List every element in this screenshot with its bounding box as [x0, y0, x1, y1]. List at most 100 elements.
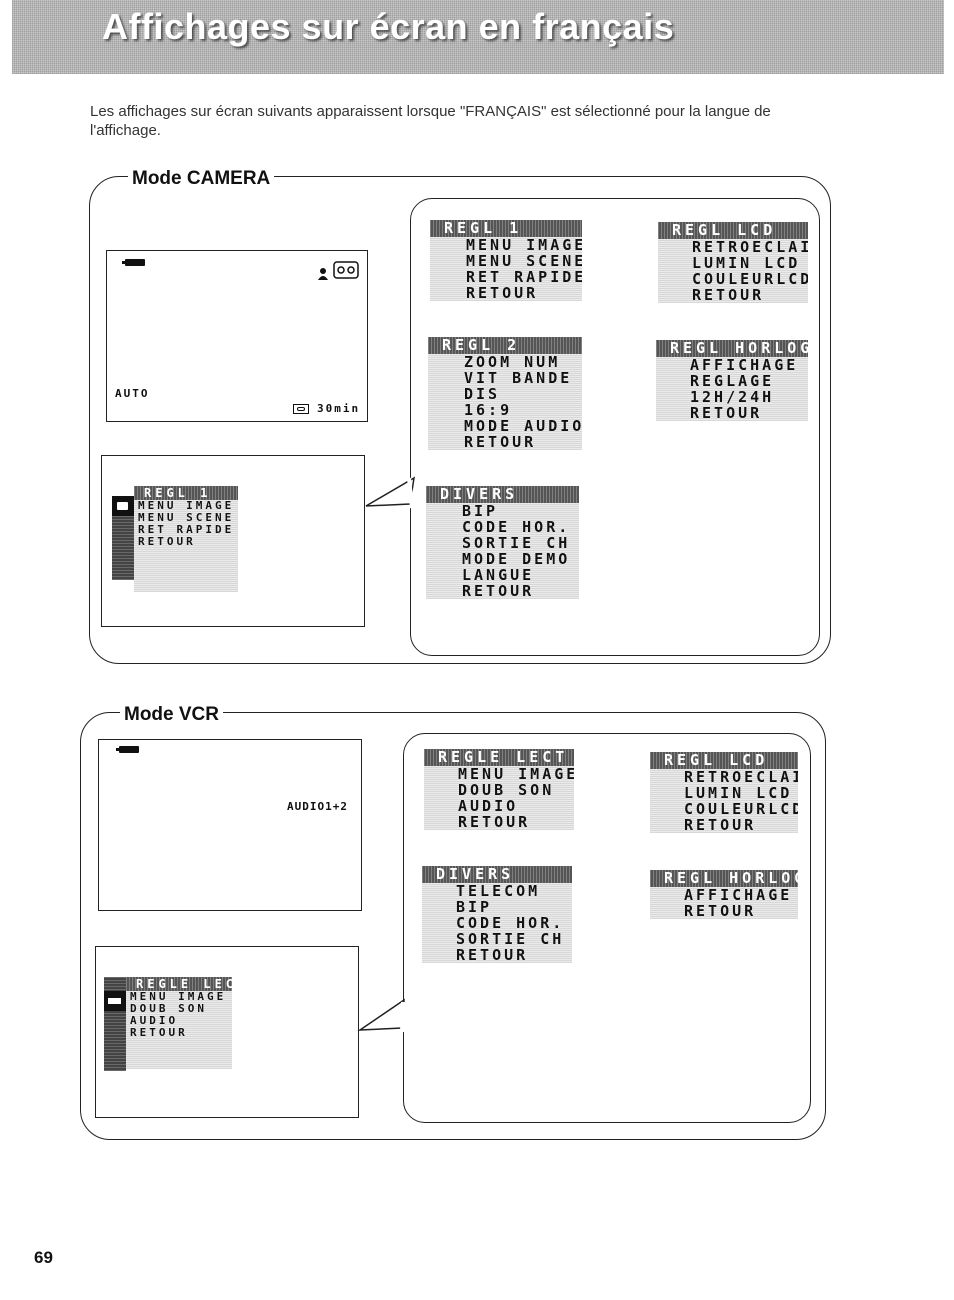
menu-item[interactable]: CODE HOR. [456, 915, 565, 931]
page-number: 69 [34, 1248, 53, 1267]
menu-items: ZOOM NUM VIT BANDE DIS 16:9 MODE AUDIO R… [428, 354, 582, 450]
audio-mode-label: AUDIO1+2 [287, 800, 348, 813]
menu-items: AFFICHAGE RETOUR [650, 887, 798, 919]
menu-item[interactable]: MENU IMAGE [466, 237, 582, 253]
menu-item[interactable]: DOUB SON [458, 782, 555, 798]
menu-title: REGL HORLOGE [650, 870, 798, 887]
menu-item[interactable]: RETOUR [690, 405, 763, 421]
menu-item[interactable]: RETOUR [138, 536, 196, 548]
menu-item[interactable]: AFFICHAGE [690, 357, 799, 373]
menu-item[interactable]: 16:9 [464, 402, 513, 418]
tape-remaining-value: 30min [317, 402, 361, 415]
menu-title: REGL 1 [134, 486, 238, 500]
menu-item[interactable]: MENU SCENE [138, 512, 235, 524]
menu-item[interactable]: RETOUR [692, 287, 765, 303]
menu-item[interactable]: SORTIE CH [462, 535, 571, 551]
menu-items: MENU IMAGE DOUB SON AUDIO RETOUR [424, 766, 574, 830]
camera-menu-divers: DIVERS BIP CODE HOR. SORTIE CH MODE DEMO… [426, 486, 579, 599]
menu-item[interactable]: LUMIN LCD [692, 255, 801, 271]
person-icon [318, 268, 328, 280]
camera-viewfinder-screen: AUTO 30min [106, 250, 368, 422]
title-banner: Affichages sur écran en français [12, 0, 944, 74]
menu-title: REGLE LECT [424, 749, 574, 766]
menu-item[interactable]: DOUB SON [130, 1003, 207, 1015]
menu-item[interactable]: 12H/24H [690, 389, 775, 405]
menu-item[interactable]: LUMIN LCD [684, 785, 793, 801]
menu-items: BIP CODE HOR. SORTIE CH MODE DEMO LANGUE… [426, 503, 579, 599]
selected-mode-marker [112, 496, 134, 516]
menu-item[interactable]: MENU IMAGE [138, 500, 235, 512]
menu-item[interactable]: CODE HOR. [462, 519, 571, 535]
camera-preview-menu: REGL 1 MENU IMAGE MENU SCENE RET RAPIDE … [134, 486, 238, 592]
menu-item[interactable]: RETOUR [684, 903, 757, 919]
menu-title: REGL LCD [658, 222, 808, 239]
menu-items: MENU IMAGE DOUB SON AUDIO RETOUR [126, 991, 232, 1069]
vcr-viewfinder-screen: AUDIO1+2 [98, 739, 362, 911]
menu-items: MENU IMAGE MENU SCENE RET RAPIDE RETOUR [430, 237, 582, 301]
tape-remaining: 30min [293, 402, 360, 415]
camera-icon [117, 502, 128, 510]
menu-item[interactable]: RET RAPIDE [466, 269, 582, 285]
vcr-menu-preview-screen: REGLE LECT MENU IMAGE DOUB SON AUDIO RET… [95, 946, 359, 1118]
menu-item[interactable]: RETROECLAI [684, 769, 798, 785]
intro-paragraph: Les affichages sur écran suivants appara… [90, 103, 771, 139]
menu-item[interactable]: RETOUR [464, 434, 537, 450]
menu-item[interactable]: MODE DEMO [462, 551, 571, 567]
camera-menu-regl-horloge: REGL HORLOGE AFFICHAGE REGLAGE 12H/24H R… [656, 340, 808, 421]
menu-item[interactable]: DIS [464, 386, 501, 402]
vcr-section-title: Mode VCR [120, 704, 223, 726]
vcr-section-frame [80, 712, 826, 1140]
menu-item[interactable]: RETOUR [462, 583, 535, 599]
menu-items: RETROECLAI LUMIN LCD COULEURLCD RETOUR [658, 239, 808, 303]
menu-item[interactable]: TELECOM [456, 883, 541, 899]
menu-item[interactable]: VIT BANDE [464, 370, 573, 386]
menu-item[interactable]: LANGUE [462, 567, 535, 583]
menu-items: TELECOM BIP CODE HOR. SORTIE CH RETOUR [422, 883, 572, 963]
menu-item[interactable]: RET RAPIDE [138, 524, 235, 536]
menu-item[interactable]: RETROECLAI [692, 239, 808, 255]
menu-items: RETROECLAI LUMIN LCD COULEURLCD RETOUR [650, 769, 798, 833]
camera-menu-preview-screen: REGL 1 MENU IMAGE MENU SCENE RET RAPIDE … [101, 455, 365, 627]
tape-icon [108, 998, 121, 1004]
menu-item[interactable]: MENU SCENE [466, 253, 582, 269]
camera-callout-mask [407, 477, 414, 509]
menu-title: DIVERS [422, 866, 572, 883]
menu-item[interactable]: RETOUR [466, 285, 539, 301]
menu-item[interactable]: RETOUR [458, 814, 531, 830]
menu-title: REGL LCD [650, 752, 798, 769]
menu-items: AFFICHAGE REGLAGE 12H/24H RETOUR [656, 357, 808, 421]
vcr-callout-mask [400, 1001, 405, 1033]
recording-mode-label: AUTO [115, 387, 150, 400]
menu-items: MENU IMAGE MENU SCENE RET RAPIDE RETOUR [134, 500, 238, 592]
menu-item[interactable]: RETOUR [456, 947, 529, 963]
menu-item[interactable]: AFFICHAGE [684, 887, 793, 903]
camera-menu-regl2: REGL 2 ZOOM NUM VIT BANDE DIS 16:9 MODE … [428, 337, 582, 450]
menu-item[interactable]: SORTIE CH [456, 931, 565, 947]
vcr-menu-regl-horloge: REGL HORLOGE AFFICHAGE RETOUR [650, 870, 798, 919]
menu-item[interactable]: COULEURLCD [684, 801, 798, 817]
menu-title: REGL 1 [430, 220, 582, 237]
vcr-menu-regle-lect: REGLE LECT MENU IMAGE DOUB SON AUDIO RET… [424, 749, 574, 830]
menu-item[interactable]: ZOOM NUM [464, 354, 561, 370]
tape-icon [293, 404, 309, 414]
vcr-menu-divers: DIVERS TELECOM BIP CODE HOR. SORTIE CH R… [422, 866, 572, 963]
menu-item[interactable]: AUDIO [458, 798, 519, 814]
camera-section-frame [89, 176, 831, 664]
menu-item[interactable]: RETOUR [684, 817, 757, 833]
menu-item[interactable]: MENU IMAGE [458, 766, 574, 782]
menu-title: REGL 2 [428, 337, 582, 354]
menu-item[interactable]: RETOUR [130, 1027, 188, 1039]
menu-item[interactable]: BIP [462, 503, 499, 519]
menu-item[interactable]: MODE AUDIO [464, 418, 582, 434]
vcr-preview-menu: REGLE LECT MENU IMAGE DOUB SON AUDIO RET… [126, 977, 232, 1069]
menu-item[interactable]: COULEURLCD [692, 271, 808, 287]
menu-item[interactable]: REGLAGE [690, 373, 775, 389]
menu-item[interactable]: BIP [456, 899, 493, 915]
vcr-menu-regl-lcd: REGL LCD RETROECLAI LUMIN LCD COULEURLCD… [650, 752, 798, 833]
menu-item[interactable]: AUDIO [130, 1015, 179, 1027]
battery-icon [122, 259, 145, 266]
battery-icon [116, 746, 139, 753]
selected-mode-marker [104, 991, 126, 1011]
menu-item[interactable]: MENU IMAGE [130, 991, 227, 1003]
menu-title: DIVERS [426, 486, 579, 503]
